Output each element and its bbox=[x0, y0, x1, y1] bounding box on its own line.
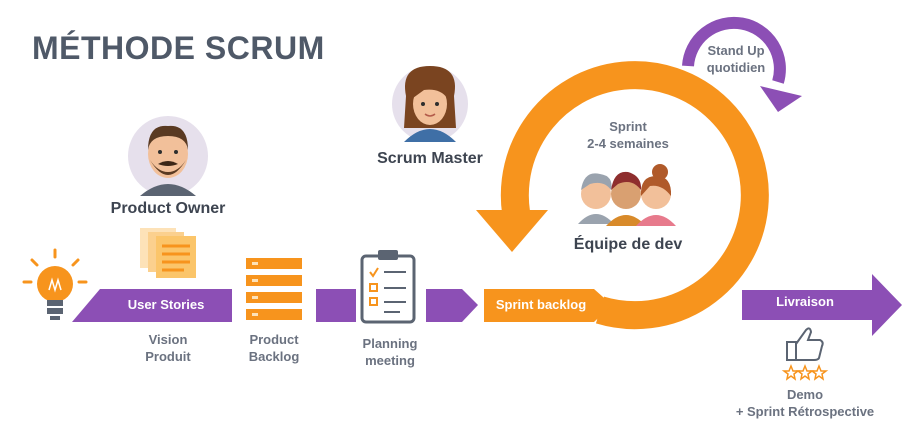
livraison-arrow bbox=[742, 274, 902, 336]
sprint-loop bbox=[476, 61, 769, 330]
scrum-master-avatar bbox=[392, 66, 468, 142]
sprint-backlog-bar bbox=[484, 289, 612, 322]
standup-loop bbox=[682, 16, 802, 112]
thumbs-up-icon bbox=[786, 327, 824, 361]
user-stories-bar bbox=[72, 289, 232, 322]
sprint-loop-arrowhead bbox=[476, 210, 548, 252]
page-title: MÉTHODE SCRUM bbox=[32, 30, 325, 66]
product-owner-label: Product Owner bbox=[110, 200, 226, 217]
product-owner-avatar bbox=[128, 116, 208, 196]
rating-stars-icon bbox=[781, 363, 829, 381]
flow-segment-2 bbox=[426, 289, 478, 322]
user-stories-label: User Stories bbox=[127, 297, 205, 312]
sprint-backlog-label: Sprint backlog bbox=[495, 297, 587, 312]
livraison-label: Livraison bbox=[776, 294, 834, 309]
product-backlog-stack-icon bbox=[246, 258, 302, 320]
dev-team-icon bbox=[578, 164, 676, 226]
scrum-master-label: Scrum Master bbox=[377, 150, 483, 167]
standup-loop-arrowhead bbox=[760, 86, 802, 112]
planning-clipboard-icon bbox=[360, 250, 416, 324]
lightbulb-icon bbox=[22, 248, 88, 320]
dev-team-label: Équipe de dev bbox=[573, 236, 683, 253]
demo-retrospective-label: Demo+ Sprint Rétrospective bbox=[735, 387, 875, 419]
flow-bar bbox=[72, 274, 902, 336]
user-stories-documents-icon bbox=[140, 228, 196, 278]
flow-segment-1 bbox=[316, 289, 356, 322]
